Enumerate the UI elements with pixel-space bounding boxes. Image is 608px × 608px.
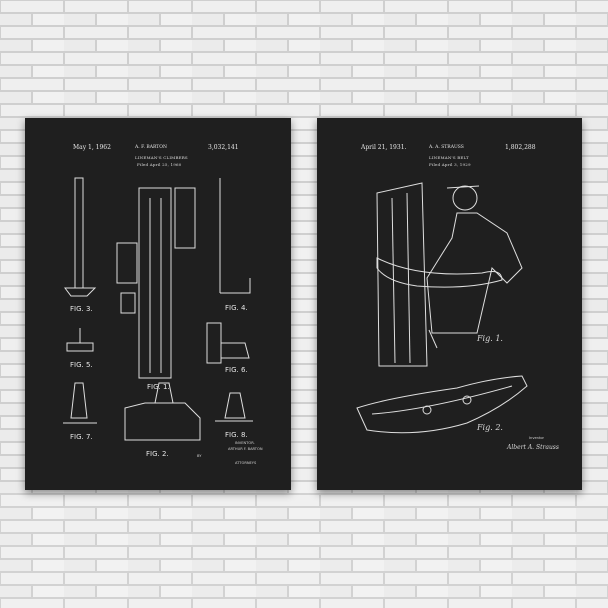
filed-date: Filed April 25, 1960	[137, 162, 182, 167]
fig-label: FIG. 7.	[70, 433, 93, 441]
patent-number: 3,032,141	[208, 144, 239, 151]
patent-title: LINEMAN'S BELT	[429, 155, 469, 160]
inventor-label: Inventor	[529, 436, 545, 440]
fig-label: Fig. 1.	[477, 334, 503, 343]
inventor-signature: Albert A. Strauss	[507, 444, 559, 451]
patent-date: April 21, 1931.	[361, 144, 407, 151]
inventor-name: ARTHUR F. BARTON	[228, 447, 263, 451]
attorneys-label: ATTORNEYS	[235, 461, 257, 465]
climbers-patent-drawing	[25, 118, 291, 490]
fig-label: FIG. 4.	[225, 304, 248, 312]
filed-date: Filed April 3, 1929	[429, 162, 471, 167]
fig-label: FIG. 2.	[146, 450, 169, 458]
fig-label: Fig. 2.	[477, 423, 503, 432]
inventor-header: A. A. STRAUSS	[429, 145, 464, 150]
patent-poster-lineman-belt[interactable]: April 21, 1931. A. A. STRAUSS 1,802,288 …	[317, 118, 582, 490]
fig-label: FIG. 6.	[225, 366, 248, 374]
fig-label: FIG. 1.	[147, 383, 170, 391]
fig-label: FIG. 3.	[70, 305, 93, 313]
inventor-header: A. F. BARTON	[135, 145, 167, 150]
fig-label: FIG. 8.	[225, 431, 248, 439]
inventor-label: INVENTOR.	[235, 441, 255, 445]
patent-date: May 1, 1962	[73, 144, 111, 151]
by-label: BY	[197, 454, 202, 458]
patent-poster-lineman-climbers[interactable]: May 1, 1962 A. F. BARTON 3,032,141 LINEM…	[25, 118, 291, 490]
patent-number: 1,802,288	[505, 144, 536, 151]
fig-label: FIG. 5.	[70, 361, 93, 369]
patent-title: LINEMAN'S CLIMBERS	[135, 155, 188, 160]
belt-patent-drawing	[317, 118, 582, 490]
